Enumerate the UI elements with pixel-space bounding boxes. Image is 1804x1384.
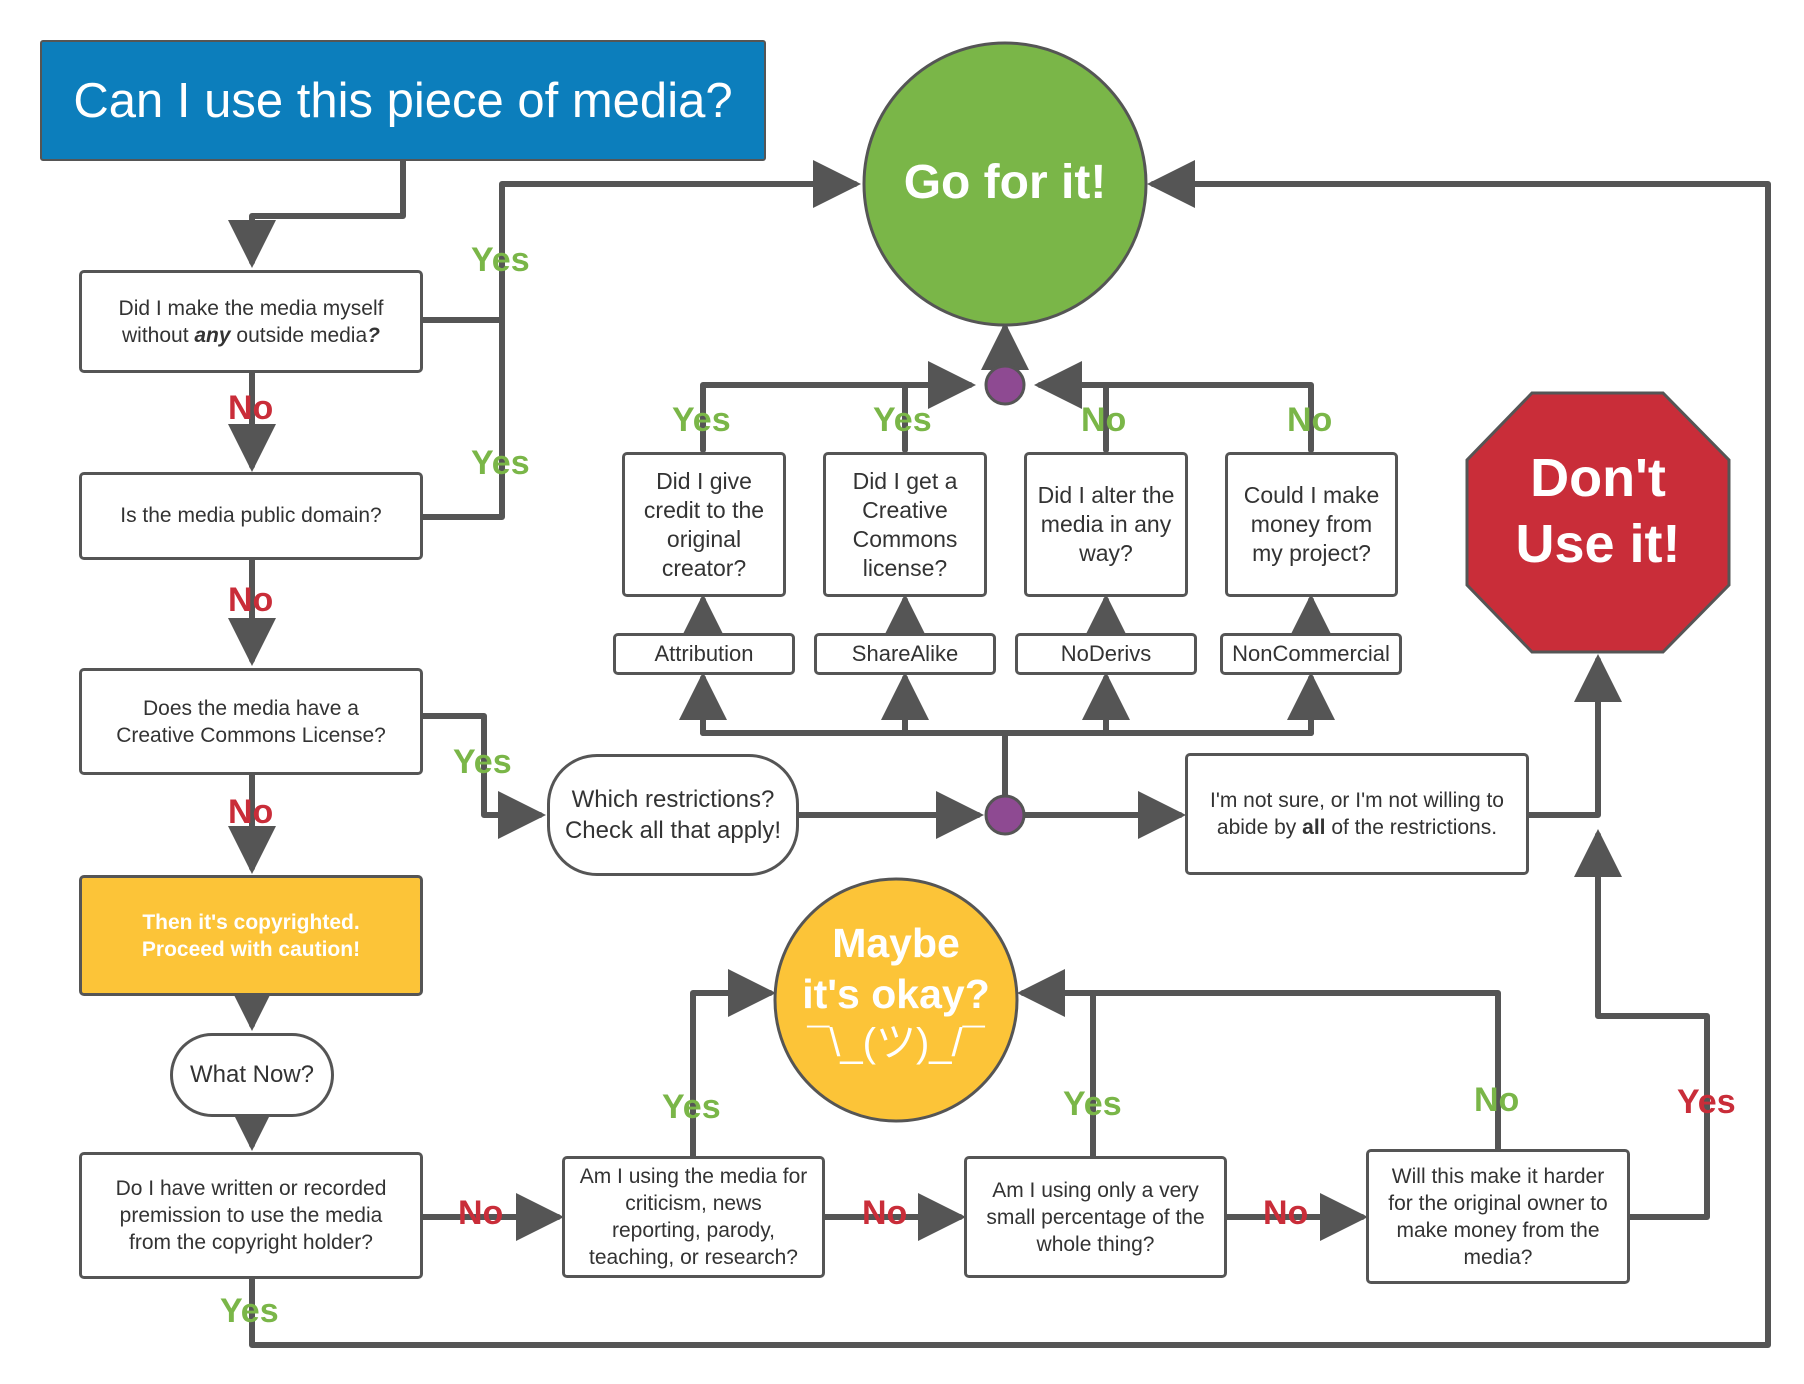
not-sure-node: I'm not sure, or I'm not willing to abid…	[1185, 753, 1529, 875]
tag-sharealike: ShareAlike	[814, 633, 996, 675]
tag-sharealike-text: ShareAlike	[851, 641, 959, 666]
question-cc-get: Did I get a Creative Commons license?	[823, 452, 987, 597]
connector-notsure-dont	[1524, 654, 1622, 818]
question-money-project: Could I make money from my project?	[1225, 452, 1398, 597]
not-sure-em: all	[1302, 816, 1326, 839]
question-public-domain-text: Is the media public domain?	[120, 504, 382, 527]
question-alter: Did I alter the media in any way?	[1024, 452, 1188, 597]
label-ccget-yes: Yes	[873, 401, 932, 439]
copyrighted-notice: Then it's copyrighted. Proceed with caut…	[79, 875, 423, 996]
label-permission-no: No	[458, 1194, 504, 1232]
question-money-project-text: Could I make money from my project?	[1243, 482, 1380, 566]
label-smallpct-yes: Yes	[1063, 1085, 1122, 1123]
maybe-okay-circle	[773, 877, 1019, 1123]
tag-attribution: Attribution	[613, 633, 795, 675]
go-for-it-circle	[862, 41, 1148, 327]
label-q1-yes: Yes	[471, 241, 530, 279]
label-money-no: No	[1287, 401, 1333, 439]
question-harder-money: Will this make it harder for the origina…	[1366, 1149, 1630, 1284]
what-now-text: What Now?	[189, 1061, 315, 1088]
label-q3-yes: Yes	[453, 743, 512, 781]
label-q1-no: No	[228, 389, 274, 427]
restrictions-text: Which restrictions? Check all that apply…	[564, 786, 782, 844]
question-credit-text: Did I give credit to the original creato…	[643, 467, 765, 581]
connector-harder-maybe	[1017, 969, 1501, 1152]
junction-mid	[984, 794, 1026, 836]
connector-title-q1	[228, 157, 406, 268]
connector-credit-up	[700, 361, 976, 453]
dont-use-label: Don't Use it!	[1515, 448, 1681, 574]
tag-noncommercial: NonCommercial	[1220, 633, 1402, 675]
label-alter-no: No	[1081, 401, 1127, 439]
question-harder-money-text: Will this make it harder for the origina…	[1388, 1164, 1608, 1269]
question-cc-license-text: Does the media have a Creative Commons L…	[116, 696, 386, 747]
made-myself-post: outside media	[230, 323, 368, 347]
junction-top	[984, 364, 1026, 406]
dont-use-octagon	[1465, 391, 1731, 654]
not-sure-post: of the restrictions.	[1325, 816, 1498, 839]
what-now-node: What Now?	[170, 1033, 334, 1117]
made-myself-pre: Did I make the media myself without	[118, 296, 384, 347]
question-public-domain: Is the media public domain?	[79, 472, 423, 560]
tag-noderivs-text: NoDerivs	[1060, 641, 1152, 666]
label-permission-yes: Yes	[220, 1292, 279, 1330]
question-small-percentage: Am I using only a very small percentage …	[964, 1156, 1227, 1278]
tag-noncommercial-text: NonCommercial	[1232, 641, 1390, 666]
question-cc-get-text: Did I get a Creative Commons license?	[852, 467, 958, 581]
go-for-it-label: Go for it!	[903, 156, 1107, 209]
connector-permission-go	[249, 160, 1771, 1348]
question-permission-text: Do I have written or recorded premission…	[115, 1177, 387, 1254]
maybe-okay-label: Maybe it's okay?	[802, 920, 990, 1017]
question-made-myself-text: Did I make the media myself without any …	[96, 295, 406, 349]
question-made-myself: Did I make the media myself without any …	[79, 270, 423, 373]
label-q3-no: No	[228, 793, 274, 831]
label-criticism-yes: Yes	[662, 1088, 721, 1126]
tag-noderivs: NoDerivs	[1015, 633, 1197, 675]
page-title: Can I use this piece of media?	[40, 40, 766, 161]
question-cc-license: Does the media have a Creative Commons L…	[79, 668, 423, 775]
not-sure-text: I'm not sure, or I'm not willing to abid…	[1202, 787, 1512, 841]
label-harder-no: No	[1474, 1081, 1520, 1119]
label-harder-yes: Yes	[1677, 1083, 1736, 1121]
question-permission: Do I have written or recorded premission…	[79, 1152, 423, 1279]
made-myself-em: any	[194, 323, 231, 347]
copyrighted-notice-text: Then it's copyrighted. Proceed with caut…	[141, 910, 361, 961]
connector-harder-dont	[1574, 829, 1710, 1220]
connector-q2-yes-go	[419, 160, 861, 520]
not-sure-pre: I'm not sure, or I'm not willing to abid…	[1210, 789, 1504, 839]
label-q2-no: No	[228, 581, 274, 619]
connector-money-up	[1034, 361, 1314, 453]
label-credit-yes: Yes	[672, 401, 731, 439]
page-title-text: Can I use this piece of media?	[73, 73, 733, 128]
connector-criticism-maybe	[690, 969, 776, 1159]
shrug-emoticon: ¯\_(ツ)_/¯	[807, 1021, 985, 1065]
tag-attribution-text: Attribution	[654, 641, 754, 666]
label-criticism-no: No	[862, 1194, 908, 1232]
question-small-percentage-text: Am I using only a very small percentage …	[986, 1178, 1205, 1256]
question-criticism: Am I using the media for criticism, news…	[562, 1156, 825, 1278]
made-myself-q: ?	[367, 323, 380, 347]
label-q2-yes: Yes	[471, 444, 530, 482]
question-alter-text: Did I alter the media in any way?	[1037, 482, 1175, 566]
restrictions-node: Which restrictions? Check all that apply…	[547, 754, 799, 876]
question-credit: Did I give credit to the original creato…	[622, 452, 786, 597]
label-smallpct-no: No	[1263, 1194, 1309, 1232]
connector-q3-restrictions	[419, 713, 546, 839]
question-criticism-text: Am I using the media for criticism, news…	[579, 1165, 808, 1269]
